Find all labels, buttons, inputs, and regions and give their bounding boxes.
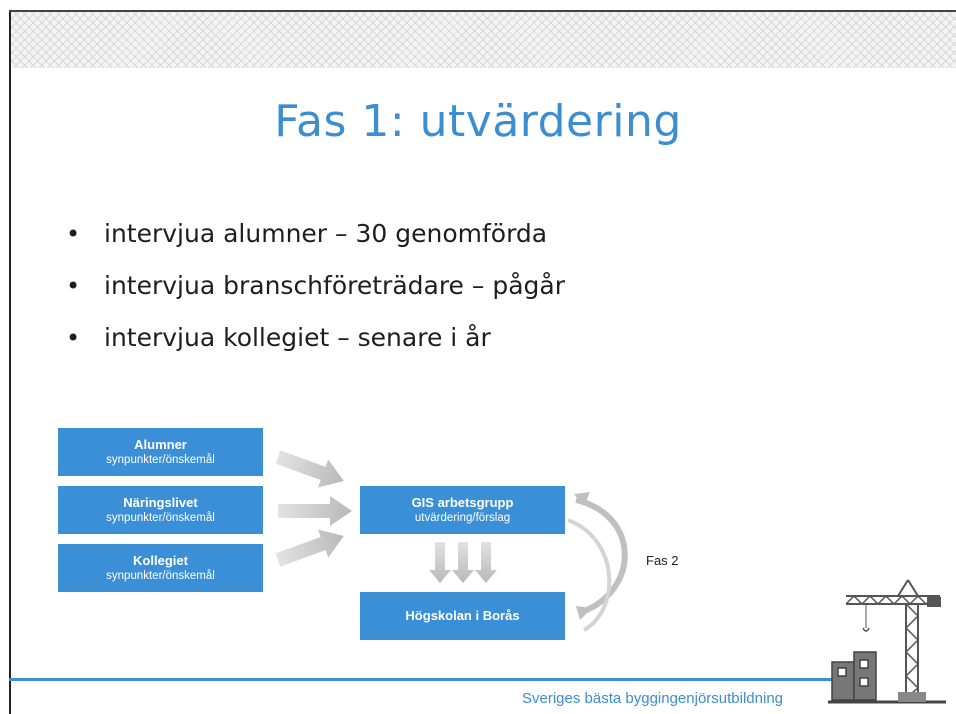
box-subtitle: synpunkter/önskemål: [106, 453, 215, 466]
box-title: Högskolan i Borås: [405, 608, 520, 623]
alumner-box: Alumner synpunkter/önskemål: [58, 428, 263, 476]
box-title: Kollegiet: [133, 552, 188, 568]
kollegiet-box: Kollegiet synpunkter/önskemål: [58, 544, 263, 592]
box-subtitle: synpunkter/önskemål: [106, 511, 215, 524]
box-title: Näringslivet: [123, 494, 198, 510]
arrow-kollegiet-to-center: [275, 529, 344, 567]
arrow-naringslivet-to-center: [278, 496, 352, 526]
footer-rule: [9, 678, 835, 681]
top-border: [9, 10, 956, 12]
fas2-label: Fas 2: [646, 553, 679, 568]
loop-arrows: [567, 492, 628, 632]
slide-title: Fas 1: utvärdering: [274, 96, 682, 147]
arrow-center-to-bottom: [429, 542, 497, 583]
box-title: GIS arbetsgrupp: [411, 494, 514, 510]
gis-arbetsgrupp-box: GIS arbetsgrupp utvärdering/förslag: [360, 486, 565, 534]
footer-tagline: Sveriges bästa byggingenjörsutbildning: [522, 690, 784, 707]
bullet-item: intervjua alumner – 30 genomförda: [66, 212, 565, 264]
bullet-list: intervjua alumner – 30 genomförda interv…: [66, 212, 565, 368]
header-pattern: [10, 12, 956, 68]
box-subtitle: utvärdering/förslag: [414, 511, 511, 524]
hogskolan-box: Högskolan i Borås: [360, 592, 565, 640]
naringslivet-box: Näringslivet synpunkter/önskemål: [58, 486, 263, 534]
arrow-alumner-to-center: [275, 450, 344, 488]
construction-crane-icon: [828, 579, 946, 704]
box-title: Alumner: [134, 436, 187, 452]
bullet-item: intervjua kollegiet – senare i år: [66, 316, 565, 368]
box-subtitle: synpunkter/önskemål: [106, 569, 215, 582]
left-border: [9, 12, 11, 714]
bullet-item: intervjua branschföreträdare – pågår: [66, 264, 565, 316]
